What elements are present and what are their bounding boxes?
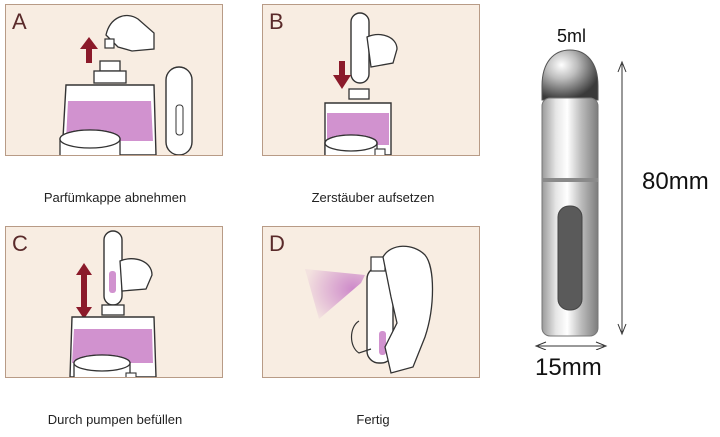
hand-icon xyxy=(382,245,434,374)
step-a-panel: A xyxy=(5,4,223,156)
atomizer-cap xyxy=(541,49,599,101)
step-b-illustration xyxy=(324,12,398,155)
step-a-caption: Parfümkappe abnehmen xyxy=(43,190,187,205)
step-d-illustration xyxy=(305,245,434,374)
height-label: 80mm xyxy=(642,168,709,195)
step-c-panel: C xyxy=(5,226,223,378)
hand-icon xyxy=(366,34,398,68)
step-letter: C xyxy=(12,231,28,256)
arrow-down-icon xyxy=(333,61,351,89)
step-b-caption: Zerstäuber aufsetzen xyxy=(311,190,435,205)
step-a-illustration xyxy=(59,14,193,155)
hand-icon xyxy=(119,258,153,292)
arrow-updown-icon xyxy=(76,263,92,319)
perfume-liquid xyxy=(72,329,153,363)
width-label: 15mm xyxy=(535,354,602,381)
volume-label: 5ml xyxy=(557,26,587,46)
step-letter: A xyxy=(12,9,27,34)
step-letter: D xyxy=(269,231,285,256)
step-letter: B xyxy=(269,9,284,34)
spray-mist xyxy=(305,269,365,319)
step-b-panel: B xyxy=(262,4,480,156)
step-c-caption: Durch pumpen befüllen xyxy=(47,412,183,427)
step-d-panel: D xyxy=(262,226,480,378)
arrow-up-icon xyxy=(80,37,98,63)
atomizer-product-image xyxy=(534,49,627,350)
step-c-illustration xyxy=(69,230,157,377)
step-d-caption: Fertig xyxy=(356,412,390,427)
atomizer-window xyxy=(557,205,583,311)
hand-icon xyxy=(105,14,155,52)
